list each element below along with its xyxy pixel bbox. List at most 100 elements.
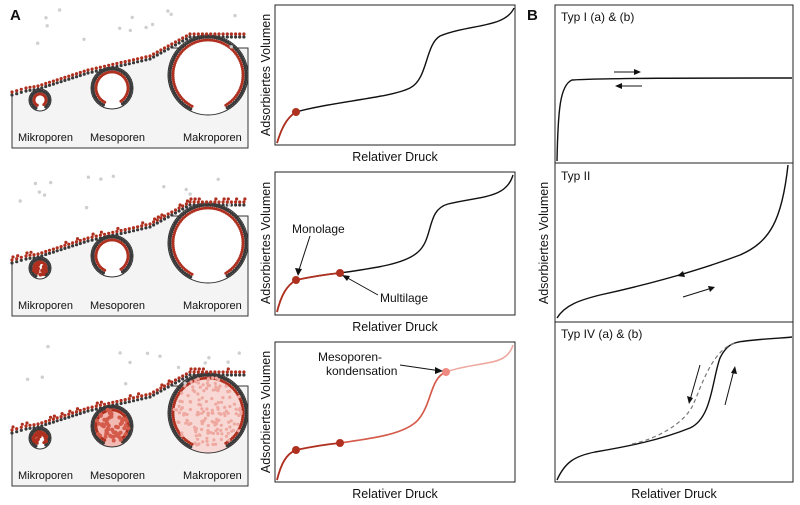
gas-particle xyxy=(36,41,40,45)
adsorbed-molecule xyxy=(47,248,52,252)
adsorbed-layer-dot xyxy=(177,379,181,383)
adsorbed-layer-dot xyxy=(129,423,133,427)
condensed-molecule xyxy=(237,429,241,433)
adsorbed-molecule xyxy=(90,405,94,409)
gas-particle xyxy=(44,16,48,20)
adsorbed-layer-dot xyxy=(111,65,115,69)
adsorbed-molecule xyxy=(225,200,229,204)
condensed-molecule xyxy=(210,411,214,415)
gas-particle xyxy=(57,8,62,12)
condensed-molecule xyxy=(224,409,228,413)
adsorbed-layer-dot xyxy=(90,408,94,412)
isotherm-box-1 xyxy=(274,4,516,146)
condensed-molecule xyxy=(197,442,201,446)
adsorbed-molecule xyxy=(192,370,196,374)
adsorbed-layer-dot xyxy=(144,226,148,230)
adsorbed-layer-dot xyxy=(244,71,248,75)
condensed-molecule xyxy=(214,376,218,380)
adsorbed-layer-dot xyxy=(213,203,217,207)
condensed-molecule xyxy=(191,388,195,392)
condensed-molecule xyxy=(221,396,225,400)
adsorbed-layer-dot xyxy=(221,373,225,377)
condensed-molecule xyxy=(214,402,218,406)
adsorbed-layer-dot xyxy=(67,245,71,249)
gas-particle xyxy=(82,37,86,41)
adsorbed-layer-dot xyxy=(44,84,48,89)
condensed-molecule xyxy=(219,400,224,404)
condensed-molecule xyxy=(218,384,222,388)
gas-particle xyxy=(145,351,150,355)
gas-particle xyxy=(42,193,47,197)
adsorbed-layer-dot xyxy=(225,35,229,39)
multilayer-molecule xyxy=(48,415,53,419)
adsorbed-layer-dot xyxy=(131,399,136,403)
adsorbed-layer-dot xyxy=(225,373,229,377)
adsorbed-layer-dot xyxy=(131,229,136,233)
adsorbed-molecule xyxy=(59,77,63,81)
adsorbed-molecule xyxy=(119,60,123,65)
adsorbed-molecule xyxy=(107,231,111,235)
adsorbed-layer-dot xyxy=(168,76,172,80)
adsorbed-layer-dot xyxy=(225,274,229,278)
adsorbed-molecule xyxy=(225,370,229,374)
adsorbed-layer-dot xyxy=(244,69,248,73)
type2-arrow-desorption xyxy=(679,264,713,276)
adsorbed-molecule xyxy=(238,200,242,204)
condensed-molecule xyxy=(214,442,218,446)
adsorbed-molecule xyxy=(181,374,185,378)
adsorbed-layer-dot xyxy=(36,87,40,91)
type4-arrowhead-down xyxy=(687,396,693,404)
adsorbed-layer-dot xyxy=(119,231,123,236)
gas-particle xyxy=(118,26,122,30)
gas-particle xyxy=(124,382,128,386)
adsorbed-molecule xyxy=(59,245,63,249)
adsorbed-molecule xyxy=(102,402,107,406)
type4-arrow-down xyxy=(689,364,701,401)
adsorbed-layer-dot xyxy=(15,430,19,434)
condensed-molecule xyxy=(193,441,197,445)
x-axis-title-1: Relativer Druck xyxy=(352,150,438,164)
condensed-molecule xyxy=(228,404,232,409)
adsorbed-molecule xyxy=(229,32,233,36)
adsorbed-molecule xyxy=(192,32,196,36)
adsorbed-layer-dot xyxy=(136,60,140,64)
adsorbed-molecule xyxy=(196,32,200,36)
condensed-molecule xyxy=(200,411,204,415)
monolayer-arrow xyxy=(297,235,311,274)
condensed-molecule xyxy=(196,381,200,385)
x-axis-title-2: Relativer Druck xyxy=(352,320,438,334)
gas-particle xyxy=(188,192,192,196)
multilayer-molecule xyxy=(25,251,29,255)
adsorbed-layer-dot xyxy=(166,47,170,51)
adsorbed-layer-dot xyxy=(173,43,178,47)
adsorbed-molecule xyxy=(152,220,156,224)
adsorbed-layer-dot xyxy=(242,35,246,39)
adsorbed-layer-dot xyxy=(177,41,181,45)
adsorbed-molecule xyxy=(42,103,46,107)
pore-label-micro: Mikroporen xyxy=(18,300,73,312)
adsorbed-layer-dot xyxy=(196,203,200,207)
adsorbed-layer-dot xyxy=(181,39,185,43)
adsorbed-layer-dot xyxy=(86,71,90,75)
condensed-molecule xyxy=(109,411,114,416)
adsorbed-molecule xyxy=(221,32,225,36)
adsorbed-molecule xyxy=(123,398,127,402)
adsorbed-layer-dot xyxy=(173,381,178,385)
adsorbed-layer-dot xyxy=(168,414,172,418)
condensed-molecule xyxy=(239,410,243,414)
adsorbed-layer-dot xyxy=(115,402,119,407)
adsorbed-layer-dot xyxy=(120,102,125,106)
adsorbed-molecule xyxy=(44,81,48,86)
adsorbed-molecule xyxy=(63,243,67,247)
adsorbed-molecule xyxy=(51,417,56,421)
condensed-molecule xyxy=(224,384,228,388)
multilayer-molecule xyxy=(222,197,226,201)
condensed-molecule xyxy=(123,423,128,428)
condensed-molecule xyxy=(123,417,127,422)
adsorbed-layer-dot xyxy=(120,270,125,274)
gas-particle xyxy=(18,199,22,203)
multilayer-molecule xyxy=(137,392,141,396)
type4-arrow-up xyxy=(724,369,735,406)
gas-particle xyxy=(40,375,44,379)
